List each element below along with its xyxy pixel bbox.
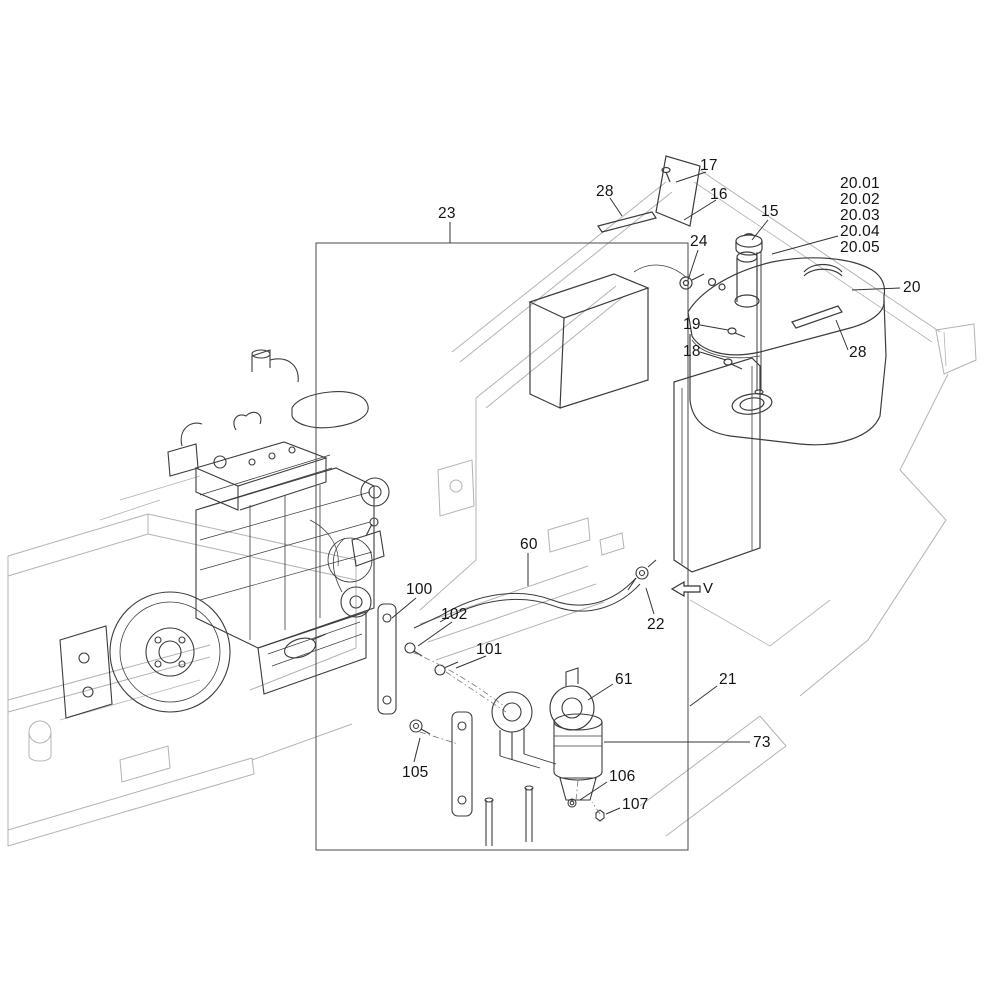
callout-20-01: 20.01 bbox=[840, 175, 880, 192]
leader-15 bbox=[751, 219, 769, 241]
leader-20 bbox=[851, 287, 901, 291]
callout-73: 73 bbox=[753, 734, 771, 751]
callout-101: 101 bbox=[476, 641, 503, 658]
assembly-dash-lines bbox=[411, 651, 601, 815]
leader-105 bbox=[413, 737, 421, 763]
leader-lines bbox=[391, 171, 901, 815]
leader-20-0x bbox=[771, 235, 839, 255]
callout-18: 18 bbox=[683, 343, 701, 360]
leader-106 bbox=[579, 781, 608, 801]
callout-20: 20 bbox=[903, 279, 921, 296]
screw-17-part bbox=[661, 166, 671, 183]
baffle-panel bbox=[673, 357, 761, 573]
leader-61 bbox=[587, 683, 614, 701]
fuel-tank-drawing bbox=[528, 155, 887, 573]
callout-100: 100 bbox=[406, 581, 433, 598]
fuel-line-60 bbox=[413, 577, 641, 629]
callout-28-right: 28 bbox=[849, 344, 867, 361]
tank-shield-box bbox=[528, 273, 650, 409]
leader-100 bbox=[391, 597, 417, 619]
callout-107: 107 bbox=[622, 796, 649, 813]
callout-24: 24 bbox=[690, 233, 708, 250]
leader-16 bbox=[683, 199, 717, 221]
pump-61-right bbox=[549, 667, 595, 731]
pump-61-left bbox=[491, 691, 533, 760]
callout-19: 19 bbox=[683, 316, 701, 333]
clamp-22-part bbox=[627, 559, 657, 591]
leader-101 bbox=[455, 655, 487, 669]
callout-20-05: 20.05 bbox=[840, 239, 880, 256]
callout-15: 15 bbox=[761, 203, 779, 220]
washer-106-part bbox=[567, 798, 577, 808]
leader-19 bbox=[699, 324, 729, 331]
callout-20-04: 20.04 bbox=[840, 223, 880, 240]
bolt-19-part bbox=[727, 327, 746, 338]
leader-22 bbox=[645, 587, 655, 615]
chassis-frame-left bbox=[7, 475, 357, 847]
fuel-cap-part bbox=[735, 233, 763, 256]
leader-21 bbox=[689, 685, 718, 707]
bracket-16-part bbox=[655, 155, 701, 227]
leader-18 bbox=[699, 351, 727, 361]
leader-102 bbox=[417, 621, 453, 647]
leader-28-top bbox=[609, 197, 623, 217]
mount-plate-part bbox=[451, 711, 473, 817]
callout-22: 22 bbox=[647, 616, 665, 633]
bolt-102-part bbox=[404, 642, 423, 657]
fitting-105-part bbox=[409, 719, 431, 735]
engine-drawing bbox=[59, 349, 390, 719]
callout-105: 105 bbox=[402, 764, 429, 781]
nut-107-part bbox=[595, 809, 605, 822]
leader-107 bbox=[605, 807, 621, 815]
callout-106: 106 bbox=[609, 768, 636, 785]
strip-28-right bbox=[791, 305, 843, 329]
chassis-frame-right bbox=[419, 169, 977, 837]
leader-17 bbox=[675, 171, 707, 183]
callout-61: 61 bbox=[615, 671, 633, 688]
callout-20-03: 20.03 bbox=[840, 207, 880, 224]
leader-28-right bbox=[835, 319, 849, 351]
callout-17: 17 bbox=[700, 157, 718, 174]
callout-20-02: 20.02 bbox=[840, 191, 880, 208]
filter-assembly-drawing bbox=[377, 603, 605, 846]
strip-28-top bbox=[597, 211, 657, 233]
callout-23: 23 bbox=[438, 205, 456, 222]
callout-28-top: 28 bbox=[596, 183, 614, 200]
view-v-label: V bbox=[703, 580, 714, 597]
callout-21: 21 bbox=[719, 671, 737, 688]
group-box-23-21 bbox=[315, 242, 689, 851]
breather-24-part bbox=[633, 264, 726, 291]
filter-73-part bbox=[553, 713, 603, 801]
bracket-100-part bbox=[377, 603, 397, 715]
leader-24 bbox=[687, 249, 699, 281]
callout-102: 102 bbox=[441, 606, 468, 623]
callout-16: 16 bbox=[710, 186, 728, 203]
view-direction-arrow bbox=[670, 580, 701, 598]
stud-parts bbox=[484, 785, 534, 846]
callout-60: 60 bbox=[520, 536, 538, 553]
